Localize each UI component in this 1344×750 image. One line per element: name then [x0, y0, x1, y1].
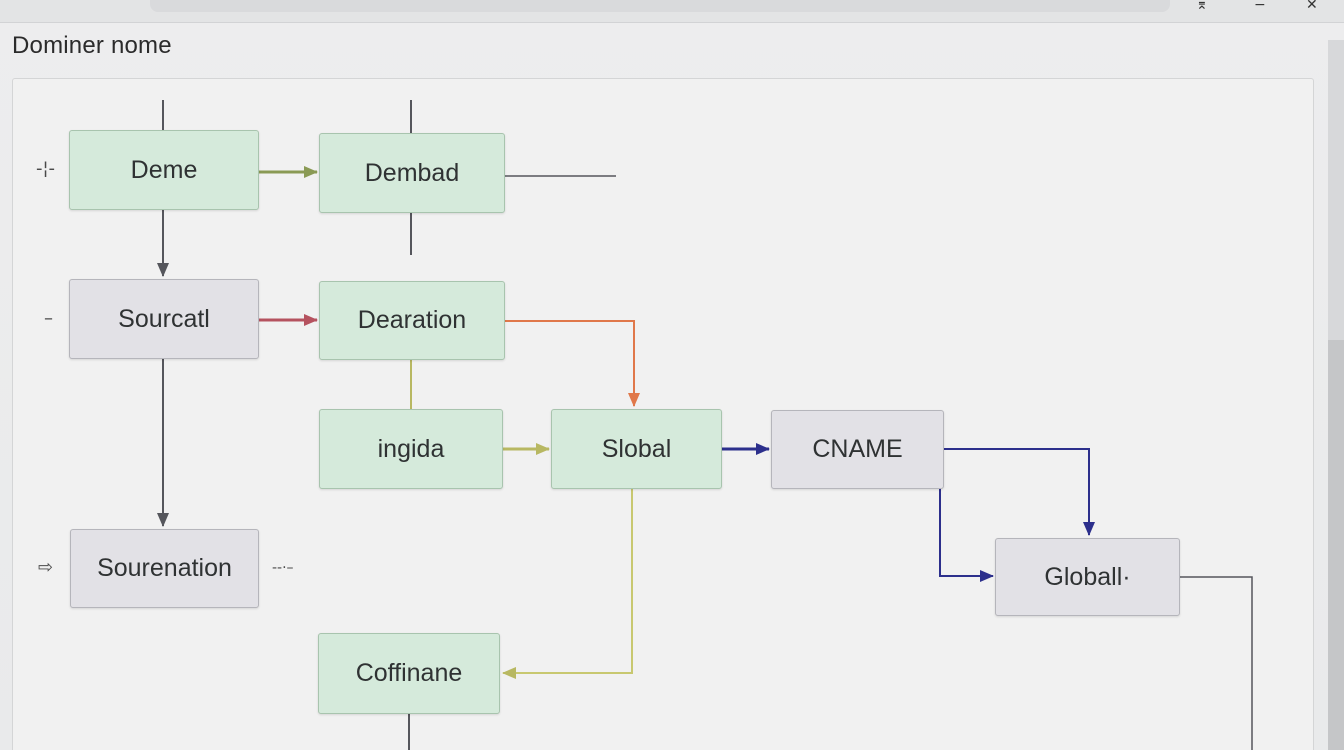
connector-cname-to-globall-side	[939, 489, 994, 582]
vertical-scrollbar[interactable]	[1328, 40, 1344, 750]
node-cname[interactable]: CNAME	[771, 410, 944, 489]
pin-icon[interactable]: ⌆	[1196, 0, 1208, 13]
node-label: Coffinane	[355, 659, 463, 687]
node-label: Sourcatl	[118, 304, 210, 333]
node-label: Deme	[130, 155, 198, 184]
node-ingida[interactable]: ingida	[319, 409, 503, 489]
address-bar[interactable]	[150, 0, 1170, 12]
node-deme[interactable]: Deme	[69, 130, 259, 210]
connector-globall-exit	[1180, 576, 1253, 750]
node-globall[interactable]: Globall·	[995, 538, 1180, 616]
node-label: Slobal	[601, 434, 672, 463]
connector-slobal-to-coffinane	[502, 489, 633, 679]
node-label: ingida	[377, 434, 445, 463]
node-coffinane[interactable]: Coffinane	[318, 633, 500, 714]
scrollbar-thumb[interactable]	[1328, 340, 1344, 750]
window-top-bar: ⌆ − ✕	[0, 0, 1344, 23]
node-label: Sourenation	[97, 554, 232, 582]
page-title: Dominer nome	[12, 32, 172, 59]
node-sourcatl[interactable]: Sourcatl	[69, 279, 259, 359]
node-label: CNAME	[812, 435, 903, 463]
node-label: Globall·	[1044, 562, 1131, 591]
collapse-dash-icon[interactable]: –	[44, 308, 53, 329]
node-slobal[interactable]: Slobal	[551, 409, 722, 489]
node-label: Dearation	[357, 306, 467, 334]
node-sourenation[interactable]: Sourenation	[70, 529, 259, 608]
collapse-arrow-icon[interactable]: ⇨	[38, 557, 54, 578]
minimize-icon[interactable]: −	[1254, 0, 1266, 13]
node-dembad[interactable]: Dembad	[319, 133, 505, 213]
connector-dearation-to-slobal	[505, 320, 640, 407]
dashed-stub-icon: --·–	[272, 560, 294, 576]
node-dearation[interactable]: Dearation	[319, 281, 505, 360]
node-label: Dembad	[364, 158, 460, 187]
close-icon[interactable]: ✕	[1306, 0, 1318, 13]
connection-handle-icon[interactable]: -¦-	[36, 158, 56, 179]
connector-cname-to-globall-top	[944, 448, 1095, 536]
